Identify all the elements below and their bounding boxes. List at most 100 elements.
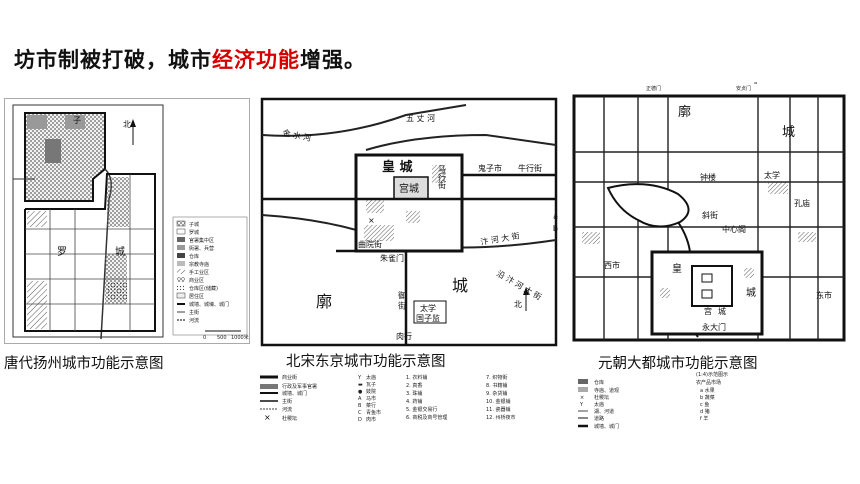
kf-label-gongcheng: 宫城	[399, 182, 419, 195]
kf-label-maxing: 马行街	[438, 165, 447, 190]
kf-label-yanbian: 沿 汴 河 大 街	[495, 268, 543, 302]
svg-text:B: B	[358, 403, 362, 409]
svg-text:河流: 河流	[189, 317, 199, 324]
svg-text:菜行: 菜行	[366, 402, 376, 409]
svg-text:7. 织物街: 7. 织物街	[486, 374, 507, 381]
yz-block	[65, 115, 85, 129]
svg-text:0: 0	[203, 335, 206, 341]
yz-label-luo: 罗	[57, 246, 67, 258]
kf-label-huangcheng: 皇 城	[382, 159, 413, 175]
svg-text:×: ×	[368, 216, 375, 225]
kf-legend-mid: Y ▬ ● A B C D 太庙 瓦子 妓院 马市 菜行 青鱼市 肉市	[357, 374, 381, 423]
dadu-map: 正德门 安贞门 a 廓 城 钟楼 斜街 中心阁 太学 孔庙 西市	[568, 82, 850, 344]
svg-text:湖、河道: 湖、河道	[594, 408, 614, 415]
dd-label-anzhen: 安贞门	[736, 85, 751, 92]
dadu-legend-svg: (1:4)示范图示 × Y 仓库 寺庙、道观 杜稷坛 太庙 湖、河道 道路 城墙…	[578, 371, 728, 430]
dd-legend-top: (1:4)示范图示	[696, 371, 728, 378]
yz-block	[45, 139, 61, 163]
svg-text:河流: 河流	[282, 406, 292, 413]
title-prefix: 坊市制被打破，城市	[14, 48, 212, 72]
kf-label-qujiao: 曲院街	[358, 239, 382, 249]
dd-label-zhengde: 正德门	[646, 85, 661, 92]
kf-river-jinshui	[261, 104, 467, 137]
svg-text:a 水果: a 水果	[700, 387, 715, 394]
svg-text:居住区: 居住区	[189, 293, 204, 300]
svg-text:仓库: 仓库	[189, 253, 199, 260]
kf-label-jinshui: 金 水 河	[282, 127, 313, 143]
svg-text:杜稷坛: 杜稷坛	[282, 415, 297, 422]
svg-text:500: 500	[217, 335, 227, 341]
dadu-map-svg: 正德门 安贞门 a 廓 城 钟楼 斜街 中心阁 太学 孔庙 西市	[572, 82, 846, 342]
yz-luocheng	[24, 173, 156, 332]
dd-temple-block	[798, 232, 816, 242]
svg-text:×: ×	[580, 395, 584, 401]
dd-legend-right: 农产品市场 a 水果 b 蔬菜 c 鱼 d 猪 f 羊	[696, 379, 721, 422]
svg-text:1000米: 1000米	[231, 334, 249, 341]
svg-text:子城: 子城	[189, 221, 199, 228]
kf-legend-right: 1. 衣料铺 2. 真香 3. 珠铺 4. 药铺 5. 金银交易行 6. 商税及…	[406, 374, 516, 421]
kf-label-guizi: 鬼子市	[478, 163, 502, 173]
svg-text:北: 北	[514, 300, 522, 309]
kf-main-streets	[262, 173, 556, 345]
kf-admin-block	[366, 199, 384, 213]
dd-label-zhongxin: 中心阁	[722, 224, 746, 234]
kaifeng-legend-svg: × 商业街 行政及军事官署 城墙、城门 主街 河流 杜稷坛 Y ▬ ● A B …	[260, 374, 516, 423]
dd-label-xie: 斜街	[702, 210, 718, 220]
svg-text:A: A	[358, 396, 362, 402]
dd-label-huang: 皇	[672, 262, 682, 275]
dd-label-dongshi: 东市	[816, 290, 832, 300]
svg-text:10. 金银铺: 10. 金银铺	[486, 398, 511, 405]
dadu-legend: (1:4)示范图示 × Y 仓库 寺庙、道观 杜稷坛 太庙 湖、河道 道路 城墙…	[576, 370, 796, 434]
kf-label-cheng: 城	[452, 276, 468, 295]
svg-text:Y: Y	[357, 375, 362, 381]
svg-text:9. 杂货铺: 9. 杂货铺	[486, 390, 507, 397]
yz-zicheng	[24, 112, 106, 202]
yz-streets	[25, 174, 155, 331]
svg-text:Y: Y	[579, 402, 584, 408]
dd-palace-block	[660, 288, 670, 298]
svg-text:f 羊: f 羊	[700, 415, 708, 422]
kf-admin-block	[364, 225, 394, 241]
kf-outer-wall	[260, 97, 558, 347]
svg-text:11. 瓷器铺: 11. 瓷器铺	[486, 406, 511, 413]
dd-label-chengc: 城	[746, 287, 756, 299]
svg-text:▬: ▬	[358, 382, 363, 388]
svg-text:杜稷坛: 杜稷坛	[594, 394, 609, 401]
yz-district	[27, 211, 47, 227]
svg-text:道路: 道路	[594, 415, 604, 422]
kf-taixue-block	[413, 300, 447, 324]
svg-text:手工业区: 手工业区	[189, 269, 209, 276]
kf-label-niuhang: 牛行街	[518, 163, 542, 173]
svg-text:d 猪: d 猪	[700, 408, 710, 415]
svg-text:3. 珠铺: 3. 珠铺	[406, 390, 422, 397]
yz-district	[27, 281, 47, 329]
svg-text:6. 商税及商号管理: 6. 商税及商号管理	[406, 414, 447, 421]
svg-text:C: C	[358, 410, 362, 416]
dd-lake	[606, 183, 690, 228]
svg-text:×: ×	[264, 413, 271, 422]
dadu-caption: 元朝大都城市功能示意图	[598, 356, 758, 372]
svg-text:青鱼市: 青鱼市	[366, 409, 381, 416]
dd-label-chengb: 城	[718, 307, 726, 316]
svg-text:5. 金银交易行: 5. 金银交易行	[406, 406, 437, 413]
svg-text:马市: 马市	[366, 395, 376, 402]
yangzhou-map: 子 罗 城 北	[4, 98, 250, 344]
svg-text:主街: 主街	[282, 398, 292, 405]
kf-label-a: a	[553, 212, 558, 221]
svg-text:城墙、城门: 城墙、城门	[594, 423, 619, 430]
kaifeng-map: 金 水 河 五 丈 河 汴 河 大 街 沿 汴 河 大 街 皇 城 宫城 × 鬼…	[256, 95, 560, 350]
svg-text:宗教寺庙: 宗教寺庙	[189, 261, 209, 268]
kf-label-b: b	[553, 224, 558, 233]
title-highlight: 经济功能	[212, 48, 300, 72]
yz-label-zi: 子	[73, 116, 81, 125]
dd-label-gong: 宫	[704, 306, 712, 316]
yz-label-cheng: 城	[115, 246, 125, 258]
kaifeng-legend: × 商业街 行政及军事官署 城墙、城门 主街 河流 杜稷坛 Y ▬ ● A B …	[258, 372, 558, 430]
dd-label-cheng: 城	[782, 125, 795, 140]
dd-temple-block	[582, 232, 600, 244]
kaifeng-caption: 北宋东京城市功能示意图	[286, 354, 446, 370]
svg-text:b 蔬菜: b 蔬菜	[700, 394, 715, 401]
slide-title: 坊市制被打破，城市经济功能增强。	[14, 44, 366, 74]
svg-text:官署集中区: 官署集中区	[189, 237, 214, 244]
svg-text:罗城: 罗城	[189, 229, 199, 236]
